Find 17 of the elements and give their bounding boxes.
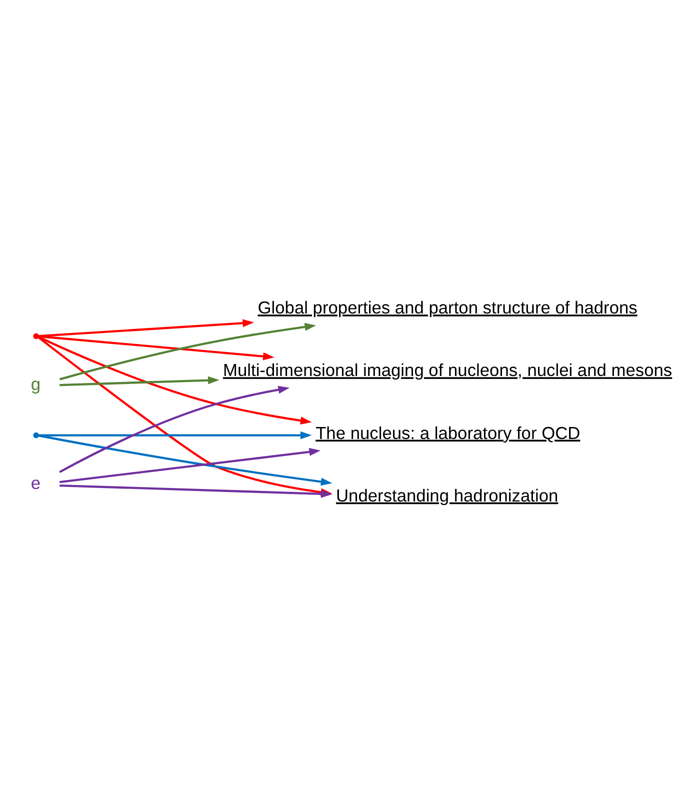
node-point [33, 333, 40, 340]
arrow [38, 336, 312, 424]
node-point [33, 432, 40, 438]
arrow [38, 431, 312, 440]
node-text: g [30, 374, 41, 394]
arrow [60, 376, 220, 386]
arrow [59, 448, 321, 484]
node-text: Global properties and parton structure of hadrons [258, 298, 638, 318]
arrow [38, 335, 274, 360]
arrow [38, 434, 332, 486]
node-text: Understanding hadronization [336, 485, 558, 506]
node-text: Multi-dimensional imaging of nucleons, nuclei and mesons [223, 360, 672, 380]
node-text: The nucleus: a laboratory for QCD [316, 422, 580, 443]
node-text: e [30, 473, 41, 494]
arrow [59, 323, 316, 380]
arrow [38, 319, 254, 338]
arrow [59, 386, 290, 473]
